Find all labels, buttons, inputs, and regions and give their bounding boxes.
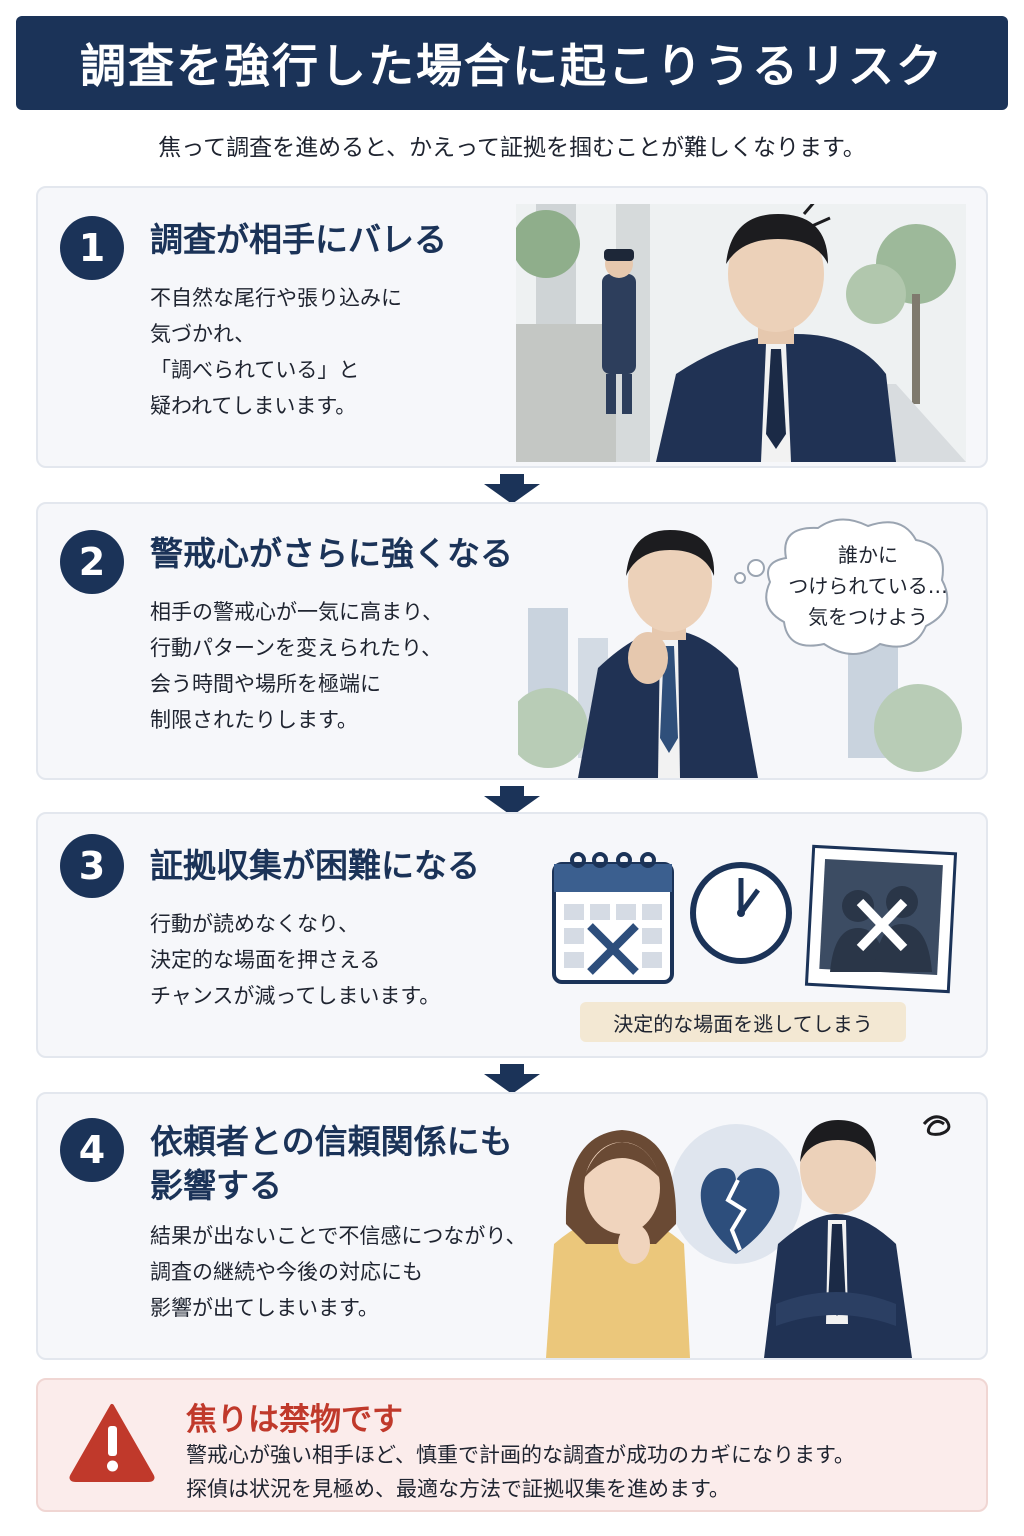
step-title: 調査が相手にバレる xyxy=(150,220,447,259)
step-number: 2 xyxy=(60,530,124,594)
arrow-down-icon xyxy=(484,1064,540,1094)
title-banner: 調査を強行した場合に起こりうるリスク xyxy=(16,16,1008,110)
missed-moment-tag: 決定的な場面を逃してしまう xyxy=(580,1002,906,1042)
step-number: 4 xyxy=(60,1118,124,1182)
step-description: 行動が読めなくなり、 決定的な場面を押さえる チャンスが減ってしまいます。 xyxy=(150,912,441,1008)
worried-man-illustration xyxy=(518,518,962,778)
risk-card-3: 3 証拠収集が困難になる 行動が読めなくなり、 決定的な場面を押さえる チャンス… xyxy=(36,812,988,1058)
trust-broken-illustration xyxy=(546,1115,951,1358)
step-description: 結果が出ないことで不信感につながり、 調査の継続や今後の対応にも 影響が出てしま… xyxy=(150,1224,527,1320)
step-title: 証拠収集が困難になる xyxy=(150,846,480,885)
step-title: 警戒心がさらに強くなる xyxy=(150,534,513,573)
arrow-down-icon xyxy=(484,786,540,816)
warning-triangle-icon xyxy=(69,1404,155,1482)
thought-bubble-text: 誰かに つけられている… 気をつけよう xyxy=(788,543,948,629)
risk-card-1: 1 調査が相手にバレる 不自然な尾行や張り込みに 気づかれ、 「調べられている」… xyxy=(36,186,988,468)
warning-title: 焦りは禁物です xyxy=(186,1402,403,1438)
step-description: 不自然な尾行や張り込みに 気づかれ、 「調べられている」と 疑われてしまいます。 xyxy=(150,286,402,418)
step-number: 3 xyxy=(60,834,124,898)
page-subtitle: 焦って調査を進めると、かえって証拠を掴むことが難しくなります。 xyxy=(158,135,866,161)
risk-card-2: 2 警戒心がさらに強くなる 相手の警戒心が一気に高まり、 行動パターンを変えられ… xyxy=(36,502,988,780)
calendar-x-icon xyxy=(552,852,674,984)
step-number: 1 xyxy=(60,216,124,280)
arrow-down-icon xyxy=(484,474,540,504)
clock-icon xyxy=(690,862,792,964)
step-title: 依頼者との信頼関係にも 影響する xyxy=(150,1122,513,1205)
warning-box: 焦りは禁物です 警戒心が強い相手ほど、慎重で計画的な調査が成功のカギになります。… xyxy=(36,1378,988,1512)
page-title: 調査を強行した場合に起こりうるリスク xyxy=(80,39,944,93)
step-description: 相手の警戒心が一気に高まり、 行動パターンを変えられたり、 会う時間や場所を極端… xyxy=(150,600,444,732)
photo-x-icon xyxy=(804,844,958,994)
suspicious-glance-illustration xyxy=(516,204,966,462)
warning-description: 警戒心が強い相手ほど、慎重で計画的な調査が成功のカギになります。 探偵は状況を見… xyxy=(186,1443,855,1501)
risk-card-4: 4 依頼者との信頼関係にも 影響する 結果が出ないことで不信感につながり、 調査… xyxy=(36,1092,988,1360)
